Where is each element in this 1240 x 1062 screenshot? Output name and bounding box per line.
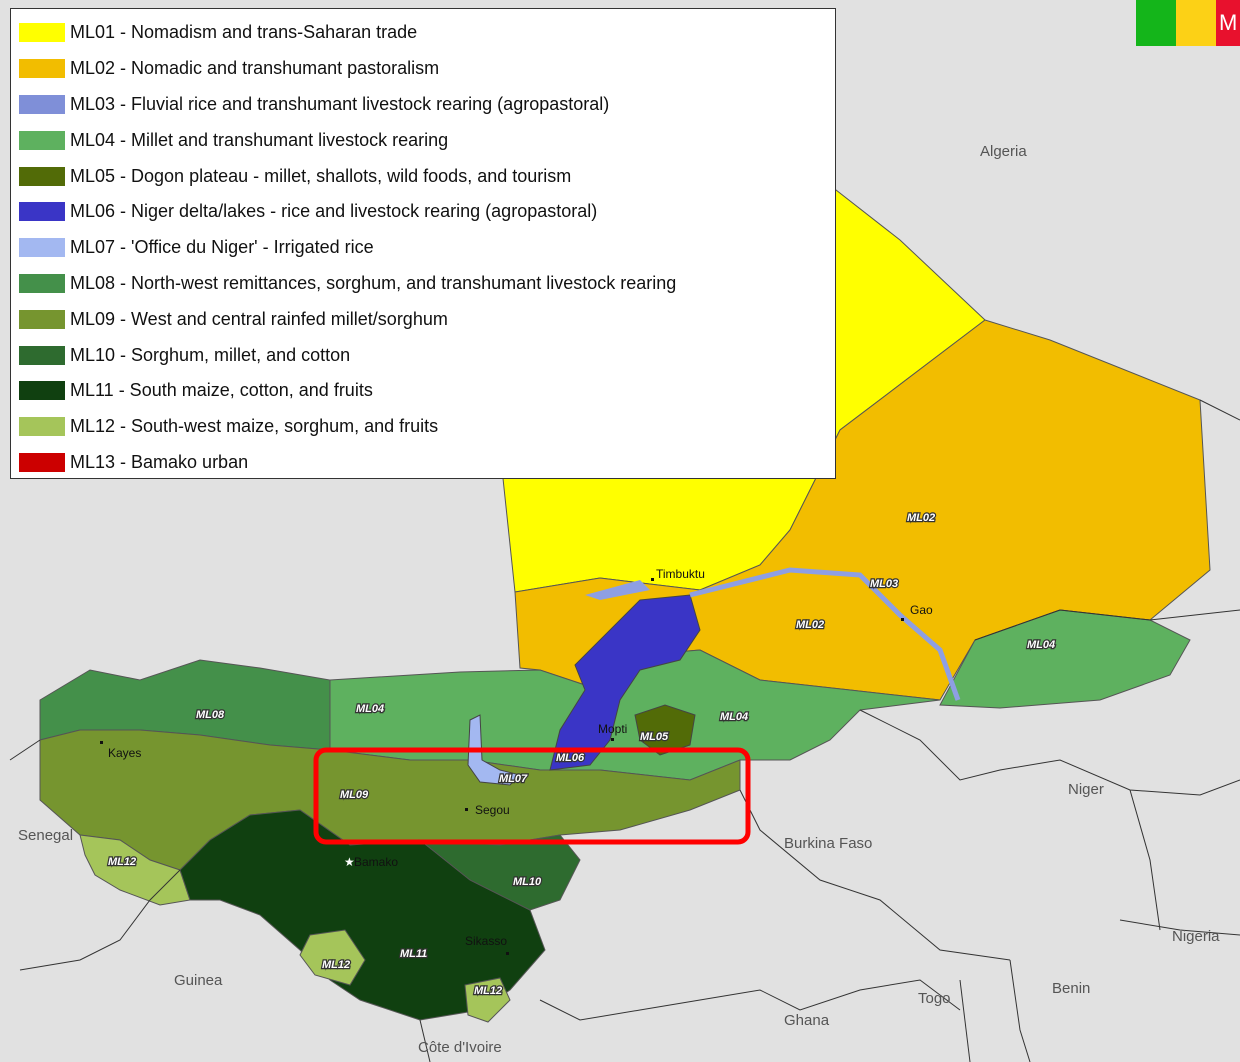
zone-label-ml10: ML10 [513, 876, 542, 888]
legend-item-ml10: ML10 - Sorghum, millet, and cotton [19, 337, 835, 373]
zone-label-ml04-center: ML04 [720, 711, 748, 723]
legend-label: ML11 - South maize, cotton, and fruits [70, 380, 373, 401]
zone-label-ml12-west: ML12 [108, 856, 136, 868]
zone-label-ml04-west: ML04 [356, 703, 384, 715]
zone-ml12-southeast [464, 977, 511, 1023]
zone-ml12-south [299, 929, 366, 986]
country-label-nigeria: Nigeria [1172, 928, 1220, 945]
city-label-timbuktu: Timbuktu [656, 567, 705, 581]
legend-label: ML03 - Fluvial rice and transhumant live… [70, 93, 610, 114]
legend-swatch [19, 59, 65, 79]
legend-label: ML07 - 'Office du Niger' - Irrigated ric… [70, 237, 374, 258]
legend-item-ml03: ML03 - Fluvial rice and transhumant live… [19, 87, 835, 123]
legend-item-ml08: ML08 - North-west remittances, sorghum, … [19, 266, 835, 302]
city-label-bamako: Bamako [354, 855, 398, 869]
legend-label: ML13 - Bamako urban [70, 451, 249, 472]
zone-ml11 [179, 809, 546, 1021]
country-label-niger: Niger [1068, 781, 1104, 798]
flag-band-red: M [1216, 0, 1240, 46]
legend-item-ml05: ML05 - Dogon plateau - millet, shallots,… [19, 158, 835, 194]
country-label-togo: Togo [918, 990, 951, 1007]
legend-item-ml12: ML12 - South-west maize, sorghum, and fr… [19, 409, 835, 445]
legend-label: ML10 - Sorghum, millet, and cotton [70, 344, 351, 365]
legend-item-ml02: ML02 - Nomadic and transhumant pastorali… [19, 51, 835, 87]
legend-swatch [19, 417, 65, 437]
city-label-mopti: Mopti [598, 722, 627, 736]
zone-label-ml03: ML03 [870, 578, 898, 590]
legend-swatch [19, 202, 65, 222]
city-markers [100, 578, 904, 955]
zone-ml07 [467, 714, 521, 786]
legend-swatch [19, 345, 65, 365]
legend-label: ML05 - Dogon plateau - millet, shallots,… [70, 165, 572, 186]
zone-label-ml02-center: ML02 [796, 619, 824, 631]
country-label-senegal: Senegal [18, 827, 73, 844]
highlight-box [313, 747, 751, 845]
zone-ml03-river [689, 567, 961, 701]
country-label-guinea: Guinea [174, 972, 223, 989]
legend-swatch [19, 166, 65, 186]
city-label-kayes: Kayes [108, 746, 141, 760]
legend-label: ML08 - North-west remittances, sorghum, … [70, 272, 677, 293]
zone-label-ml12-southeast: ML12 [474, 985, 502, 997]
legend-swatch [19, 273, 65, 293]
mali-flag: M [1136, 0, 1240, 46]
legend-swatch [19, 94, 65, 114]
legend-label: ML09 - West and central rainfed millet/s… [70, 308, 448, 329]
zone-label-ml07: ML07 [499, 773, 528, 785]
legend-label: ML04 - Millet and transhumant livestock … [70, 129, 449, 150]
zone-label-ml05: ML05 [640, 731, 669, 743]
legend-label: ML12 - South-west maize, sorghum, and fr… [70, 416, 439, 437]
country-label-cote-divoire: Côte d'Ivoire [418, 1039, 502, 1056]
zone-label-ml11: ML11 [400, 948, 427, 960]
zone-label-ml09: ML09 [340, 789, 369, 801]
flag-text: M [1219, 10, 1238, 35]
country-label-ghana: Ghana [784, 1012, 830, 1029]
country-borders [9, 399, 1240, 1062]
legend-swatch [19, 23, 65, 43]
legend-item-ml06: ML06 - Niger delta/lakes - rice and live… [19, 194, 835, 230]
flag-band-yellow [1176, 0, 1216, 46]
country-label-burkina-faso: Burkina Faso [784, 835, 872, 852]
zone-label-ml12-south: ML12 [322, 959, 350, 971]
legend-swatch [19, 130, 65, 150]
city-label-segou: Segou [475, 803, 510, 817]
city-label-sikasso: Sikasso [465, 934, 507, 948]
legend-swatch [19, 309, 65, 329]
zone-ml04-east [939, 609, 1191, 709]
country-label-algeria: Algeria [980, 143, 1027, 160]
zone-label-ml06: ML06 [556, 752, 585, 764]
legend-label: ML01 - Nomadism and trans-Saharan trade [70, 22, 418, 43]
legend-item-ml01: ML01 - Nomadism and trans-Saharan trade [19, 15, 835, 51]
zone-label-ml04-east: ML04 [1027, 639, 1055, 651]
legend-swatch [19, 381, 65, 401]
zone-label-ml02-east: ML02 [907, 512, 935, 524]
legend-label: ML06 - Niger delta/lakes - rice and live… [70, 201, 598, 222]
legend-item-ml07: ML07 - 'Office du Niger' - Irrigated ric… [19, 230, 835, 266]
zone-label-ml08: ML08 [196, 709, 225, 721]
zone-ml05 [634, 704, 696, 756]
legend-swatch [19, 452, 65, 472]
city-label-gao: Gao [910, 603, 933, 617]
legend-item-ml13: ML13 - Bamako urban [19, 445, 835, 481]
legend-item-ml04: ML04 - Millet and transhumant livestock … [19, 122, 835, 158]
legend-item-ml11: ML11 - South maize, cotton, and fruits [19, 373, 835, 409]
legend-swatch [19, 238, 65, 258]
legend-item-ml09: ML09 - West and central rainfed millet/s… [19, 301, 835, 337]
flag-band-green [1136, 0, 1176, 46]
star-icon: ★ [344, 855, 355, 869]
lake-faguibine [585, 580, 650, 600]
legend-label: ML02 - Nomadic and transhumant pastorali… [70, 58, 440, 79]
country-label-benin: Benin [1052, 980, 1090, 997]
